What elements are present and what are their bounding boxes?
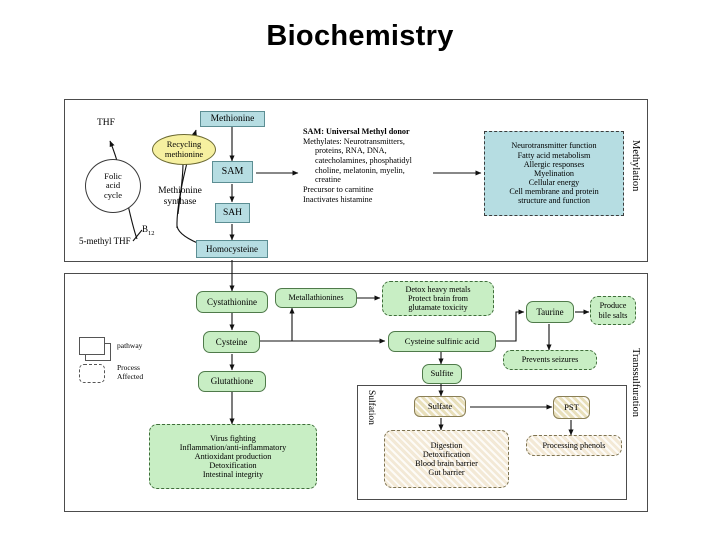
node-glutathione[interactable]: Glutathione	[198, 371, 266, 392]
detox-heavy-metals-box[interactable]: Detox heavy metals Protect brain from gl…	[382, 281, 494, 316]
methionine-synthase-line1: Methionine	[158, 186, 202, 196]
page-title: Biochemistry	[266, 20, 454, 52]
node-methionine[interactable]: Methionine	[200, 111, 265, 127]
label-methionine-synthase: Methionine synthase	[144, 186, 216, 208]
node-taurine[interactable]: Taurine	[526, 301, 574, 323]
methylation-effect-2: Allergic responses	[523, 159, 585, 169]
methylation-effect-5: Cell membrane and protein	[509, 187, 599, 197]
node-folic-acid-cycle[interactable]: Folic acid cycle	[85, 159, 141, 213]
produce-bile-salts-line-0: Produce	[599, 301, 627, 311]
sulfate-effect-2: Blood brain barrier	[415, 459, 478, 468]
sam-description-heading: SAM: Universal Methyl donor	[303, 127, 410, 136]
folic-acid-cycle-line1: Folic	[104, 170, 122, 181]
node-sam[interactable]: SAM	[212, 161, 253, 183]
recycling-methionine-line2: methionine	[164, 148, 204, 159]
section-label-methylation: Methylation	[630, 140, 641, 192]
produce-bile-salts-box[interactable]: Produce bile salts	[590, 296, 636, 325]
processing-phenols-box[interactable]: Processing phenols	[526, 435, 622, 456]
glutathione-effects-box[interactable]: Virus fighting Inflammation/anti-inflamm…	[149, 424, 317, 489]
sam-description-line-3: choline, melatonin, myelin,	[315, 165, 405, 175]
methylation-effects-box[interactable]: Neurotransmitter function Fatty acid met…	[484, 131, 624, 216]
node-sulfite[interactable]: Sulfite	[422, 364, 462, 384]
glutathione-effect-3: Detoxification	[209, 461, 257, 471]
sam-description-line-6: Inactivates histamine	[303, 194, 373, 204]
sam-description-line-5: Precursor to carnitine	[303, 185, 374, 195]
legend-process-affected-shape	[79, 364, 105, 383]
node-cysteine-sulfinic-acid[interactable]: Cysteine sulfinic acid	[388, 331, 496, 352]
legend-pathway-shape	[79, 337, 105, 355]
detox-heavy-metals-line-0: Detox heavy metals	[405, 284, 471, 294]
recycling-methionine-line1: Recycling	[166, 139, 202, 150]
sulfate-effect-1: Detoxification	[422, 449, 471, 459]
node-metallathionines[interactable]: Metallathionines	[275, 288, 357, 308]
node-sah[interactable]: SAH	[215, 203, 250, 223]
methylation-effect-4: Cellular energy	[528, 178, 580, 188]
folic-acid-cycle-line3: cycle	[104, 189, 122, 200]
glutathione-effect-0: Virus fighting	[210, 433, 256, 443]
label-b12-subscript: 12	[148, 229, 155, 237]
legend-pathway-label: pathway	[117, 341, 143, 350]
legend-process-affected-label: Process Affected	[117, 363, 143, 382]
methylation-effect-0: Neurotransmitter function	[511, 141, 597, 151]
detox-heavy-metals-line-2: glutamate toxicity	[408, 303, 468, 313]
node-sulfate[interactable]: Sulfate	[414, 396, 466, 417]
node-recycling-methionine[interactable]: Recycling methionine	[152, 134, 216, 165]
label-5-methyl-thf: 5-methyl THF	[79, 236, 131, 246]
section-label-transsulfuration: Transsulfuration	[630, 348, 641, 418]
sulfate-effect-0: Digestion	[430, 440, 463, 450]
detox-heavy-metals-line-1: Protect brain from	[407, 293, 469, 303]
sam-description-line-0: Methylates: Neurotransmitters,	[303, 136, 405, 146]
label-b12: B12	[142, 224, 155, 237]
sam-description-line-4: creatine	[315, 175, 341, 185]
node-homocysteine[interactable]: Homocysteine	[196, 240, 268, 258]
glutathione-effect-2: Antioxidant production	[194, 451, 272, 461]
sam-description-line-1: proteins, RNA, DNA,	[315, 146, 387, 156]
node-pst[interactable]: PST	[553, 396, 590, 419]
glutathione-effect-1: Inflammation/anti-inflammatory	[179, 442, 287, 452]
section-label-sulfation: Sulfation	[366, 390, 376, 425]
sam-description: SAM: Universal Methyl donor Methylates: …	[303, 127, 438, 204]
sulfate-effect-3: Gut barrier	[428, 468, 465, 478]
methylation-effect-1: Fatty acid metabolism	[517, 150, 591, 160]
node-cystathionine[interactable]: Cystathionine	[196, 291, 268, 313]
sulfate-effects-box[interactable]: Digestion Detoxification Blood brain bar…	[384, 430, 509, 488]
produce-bile-salts-line-1: bile salts	[598, 310, 628, 320]
label-b12-letter: B	[142, 224, 149, 234]
glutathione-effect-4: Intestinal integrity	[202, 470, 264, 480]
prevents-seizures-box[interactable]: Prevents seizures	[503, 350, 597, 370]
sam-description-line-2: catecholamines, phosphatidyl	[315, 156, 412, 166]
node-cysteine[interactable]: Cysteine	[203, 331, 260, 353]
label-thf: THF	[97, 118, 115, 128]
methionine-synthase-line2: synthase	[163, 197, 197, 208]
methylation-effect-6: structure and function	[518, 196, 590, 206]
legend-process-affected-line1: Process	[117, 363, 140, 372]
folic-acid-cycle-line2: acid	[105, 180, 121, 191]
methylation-effect-3: Myelination	[533, 168, 575, 178]
legend-process-affected-line2: Affected	[117, 372, 144, 382]
